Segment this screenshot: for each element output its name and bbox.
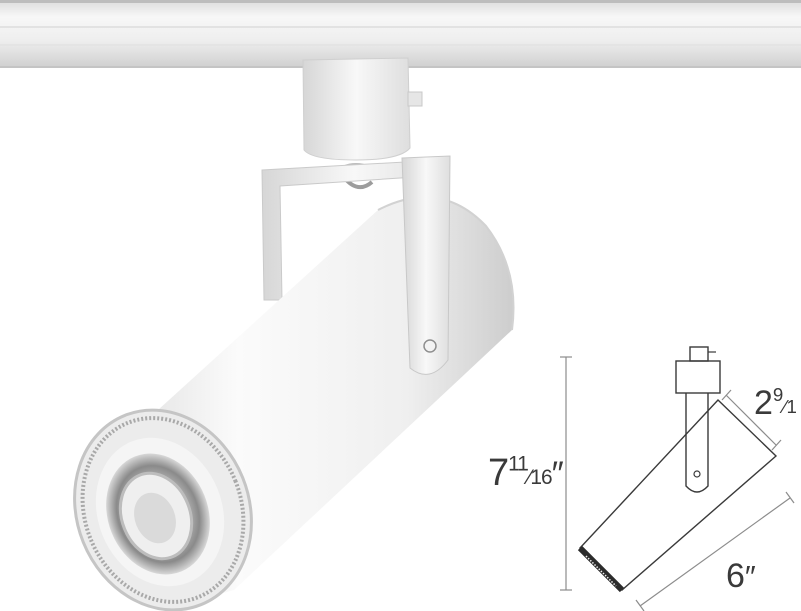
yoke-arm xyxy=(401,155,451,375)
length-dimension-label: 6″ xyxy=(726,557,756,595)
height-dimension-label: 711⁄16″ xyxy=(488,452,564,494)
dimension-drawing xyxy=(560,346,795,611)
width-dimension-label: 29⁄1 xyxy=(754,384,797,423)
